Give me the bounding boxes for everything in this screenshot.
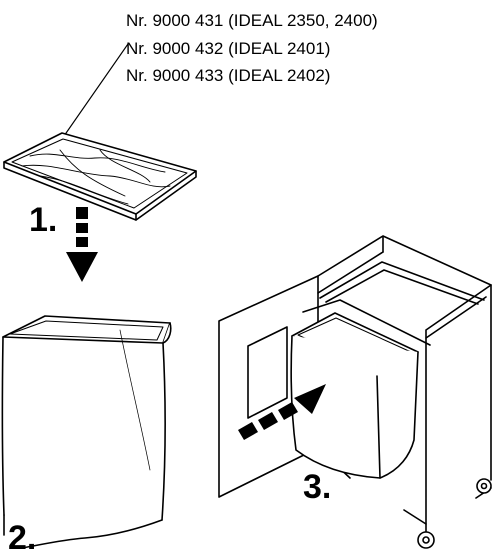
part-number-2: Nr. 9000 432 (IDEAL 2401)	[126, 39, 331, 58]
step-1-label: 1.	[29, 201, 58, 239]
part-number-1: Nr. 9000 431 (IDEAL 2350, 2400)	[126, 11, 378, 30]
wheel	[476, 478, 492, 494]
down-arrow	[66, 207, 98, 282]
step-2-label: 2.	[8, 519, 37, 557]
cabinet	[218, 235, 492, 549]
insert-arrow	[238, 384, 326, 440]
leader-line	[63, 43, 129, 137]
wheel	[417, 531, 435, 549]
step-3-label: 3.	[303, 468, 332, 506]
folded-bag-pack	[3, 132, 197, 221]
empty-bag	[1, 315, 172, 549]
part-number-3: Nr. 9000 433 (IDEAL 2402)	[126, 66, 331, 85]
